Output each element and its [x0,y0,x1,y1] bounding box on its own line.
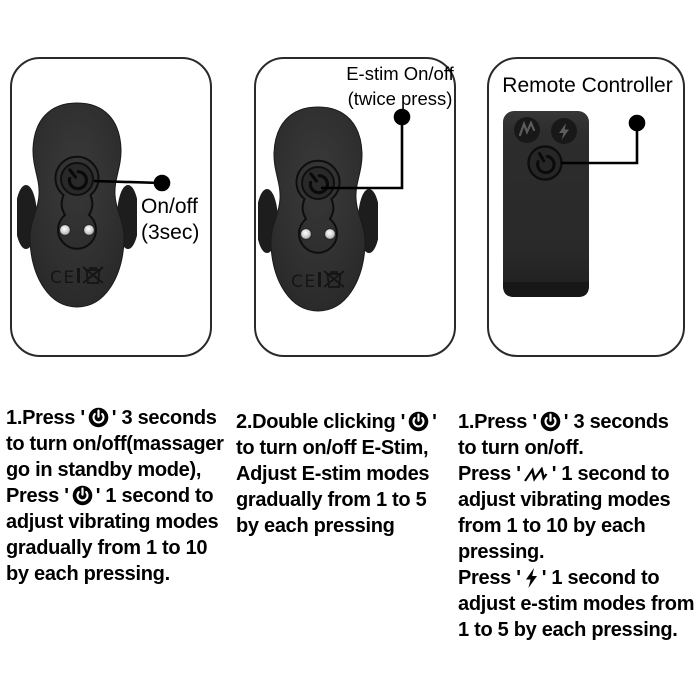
massager-device [258,103,378,315]
instruction-text: ' 1 second to [551,463,670,485]
instruction-line: adjust e-stim modes from [458,591,694,617]
power-icon [72,485,93,506]
instruction-text: ' 1 second to [95,485,214,507]
instruction-text: Press ' [458,567,521,589]
estim-annotation-label: E-stim On/off (twice press) [339,61,461,111]
instruction-line: to turn on/off E-Stim, [236,435,437,461]
instruction-line: pressing. [458,539,694,565]
onoff-annotation-label: On/off (3sec) [141,194,199,246]
instruction-text: go in standby mode), [6,459,202,481]
instruction-line: Adjust E-stim modes [236,461,437,487]
instruction-text: ' 1 second to [541,567,660,589]
instruction-text: to turn on/off(massager [6,433,224,455]
vibration-wave-icon [523,466,548,482]
instruction-text: adjust vibrating modes [458,489,671,511]
instruction-text: ' 3 seconds [563,411,669,433]
instruction-line: 1.Press ' ' 3 seconds [458,409,694,435]
instruction-text: pressing. [458,541,545,563]
instruction-text: Press ' [6,485,69,507]
power-icon [88,407,109,428]
instruction-line: to turn on/off(massager [6,431,224,457]
instruction-text: from 1 to 10 by each [458,515,646,537]
power-icon [540,411,561,432]
instruction-line: adjust vibrating modes [6,509,224,535]
remote-controller-device [502,110,590,298]
instruction-line: gradually from 1 to 5 [236,487,437,513]
annotation-text: E-stim On/off [346,63,454,84]
massager-device [17,99,137,311]
power-icon [408,411,429,432]
instruction-text: 1 to 5 by each pressing. [458,619,678,641]
instruction-text: by each pressing [236,515,395,537]
instruction-line: adjust vibrating modes [458,487,694,513]
instruction-text: adjust vibrating modes [6,511,219,533]
instruction-text: 1.Press ' [458,411,537,433]
instruction-line: to turn on/off. [458,435,694,461]
instruction-text: 2.Double clicking ' [236,411,406,433]
instruction-text: ' 3 seconds [111,407,217,429]
instruction-line: go in standby mode), [6,457,224,483]
annotation-text: On/off [141,195,198,218]
instruction-text: to turn on/off. [458,437,584,459]
instruction-line: by each pressing [236,513,437,539]
instruction-line: Press ' ' 1 second to [458,461,694,487]
instruction-line: Press ' ' 1 second to [458,565,694,591]
instruction-line: 1.Press ' ' 3 seconds [6,405,224,431]
annotation-text: (twice press) [347,88,453,109]
instruction-text: gradually from 1 to 5 [236,489,427,511]
instruction-text: Press ' [458,463,521,485]
instruction-text: Adjust E-stim modes [236,463,430,485]
annotation-text: (3sec) [141,221,200,244]
instruction-line: from 1 to 10 by each [458,513,694,539]
lightning-bolt-icon [525,568,537,588]
instruction-text: adjust e-stim modes from [458,593,695,615]
instructions-massager-onoff: 1.Press ' ' 3 seconds to turn on/off(massa… [6,405,224,587]
instruction-line: by each pressing. [6,561,224,587]
instruction-line: 2.Double clicking ' ' [236,409,437,435]
remote-controller-title: Remote Controller [502,74,673,97]
instruction-text: to turn on/off E-Stim, [236,437,429,459]
instruction-text: gradually from 1 to 10 [6,537,208,559]
instruction-text: ' [432,411,437,433]
instruction-line: 1 to 5 by each pressing. [458,617,694,643]
instructions-massager-estim: 2.Double clicking ' 'to turn on/off E-Sti… [236,409,437,539]
instruction-line: Press ' ' 1 second to [6,483,224,509]
instruction-line: gradually from 1 to 10 [6,535,224,561]
instruction-text: by each pressing. [6,563,170,585]
instruction-text: 1.Press ' [6,407,85,429]
